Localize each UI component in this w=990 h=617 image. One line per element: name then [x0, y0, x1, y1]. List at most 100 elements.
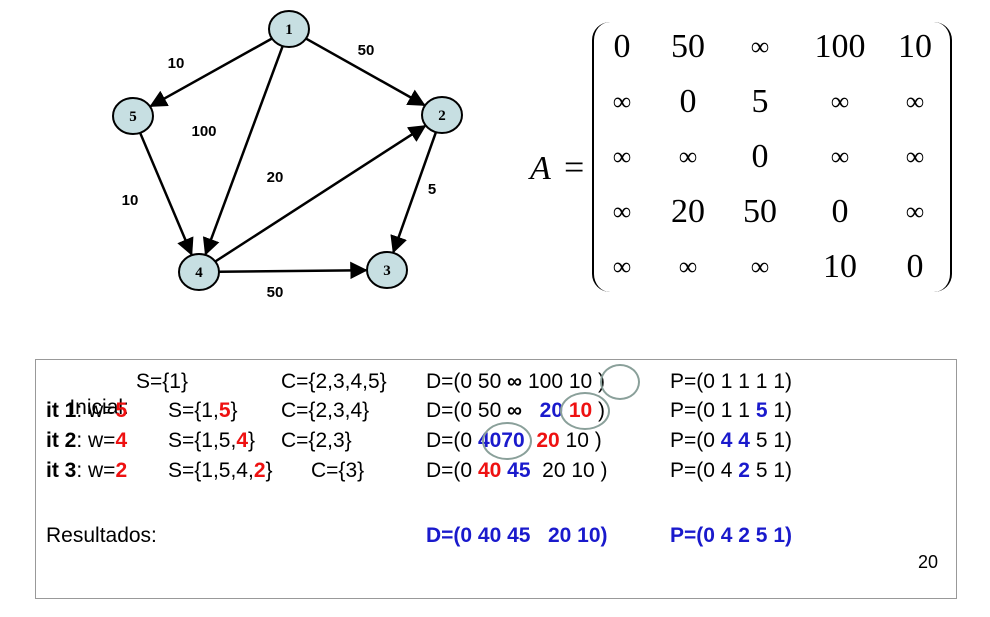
- edge-weight-2-3: 5: [428, 181, 436, 198]
- D-text: D=(0 50: [426, 399, 508, 422]
- D-text: D=(0 50: [426, 370, 508, 393]
- edge-weight-1-2: 50: [358, 42, 375, 59]
- iteration-label: it 2: [46, 429, 77, 452]
- P-updated: 5: [755, 399, 768, 422]
- edge-1-4: [202, 45, 284, 256]
- D-infinity: ∞: [507, 399, 523, 422]
- matrix-cell-r4-c5: ∞: [905, 197, 925, 226]
- w-prefix: : w=: [76, 459, 116, 482]
- row-inicial-P: P=(0 1 1 1 1): [670, 370, 792, 393]
- matrix-cell-r1-c5: 10: [898, 28, 932, 65]
- w-prefix: : w=: [76, 399, 116, 422]
- matrix-cell-r2-c5: ∞: [905, 87, 925, 116]
- row-it1-P: P=(0 1 1 5 1): [670, 398, 792, 424]
- edge-4-2: [214, 124, 427, 263]
- row-it2-C: C={2,3}: [281, 429, 352, 452]
- S-close: }: [248, 429, 256, 452]
- node-label-2: 2: [438, 108, 446, 124]
- row-inicial-S: S={1}: [136, 370, 188, 393]
- row-it3-D: D=(0 40 45 20 10 ): [426, 458, 608, 484]
- iteration-label: it 1: [46, 399, 77, 422]
- w-value: 5: [115, 399, 128, 422]
- node-label-4: 4: [195, 265, 203, 281]
- matrix-cell-r1-c4: 100: [814, 28, 866, 65]
- matrix-cell-r2-c3: 5: [751, 83, 769, 120]
- S-added: 4: [236, 429, 248, 452]
- row-inicial-D: D=(0 50 ∞ 100 10 ): [426, 369, 605, 395]
- matrix-equals-sign: =: [564, 147, 585, 187]
- matrix-cell-r4-c1: ∞: [612, 197, 632, 226]
- row-inicial-label: Inicial:: [69, 396, 129, 419]
- matrix-cell-r1-c2: 50: [671, 28, 705, 65]
- P-close: 5 1): [749, 429, 793, 452]
- edge-weight-4-3: 50: [267, 284, 284, 301]
- D-infinity: ∞: [507, 370, 523, 393]
- edges: [138, 37, 438, 280]
- iteration-label: it 3: [46, 459, 77, 482]
- matrix-cell-r2-c2: 0: [679, 83, 697, 120]
- matrix-cell-r5-c4: 10: [823, 248, 857, 285]
- S-prefix: S={1,5,: [168, 429, 237, 452]
- edge-2-3: [390, 131, 438, 254]
- matrix-right-paren: [932, 22, 952, 292]
- row-inicial-C: C={2,3,4,5}: [281, 370, 387, 393]
- matrix-cell-r1-c3: ∞: [750, 32, 770, 61]
- P-updated: 4 4: [720, 429, 750, 452]
- D-value-node3: 45: [507, 459, 531, 482]
- edge-5-4: [138, 132, 194, 256]
- row-it2-label: it 2: w=4: [46, 428, 127, 454]
- S-added: 5: [218, 399, 231, 422]
- matrix-cell-r5-c3: ∞: [750, 252, 770, 281]
- D-value-node4: 20: [536, 429, 560, 452]
- row-inicial: Inicial:: [46, 369, 129, 447]
- S-close: }: [230, 399, 238, 422]
- S-prefix: S={1,5,4,: [168, 459, 254, 482]
- matrix-cell-r3-c5: ∞: [905, 142, 925, 171]
- highlight-ring: [482, 422, 532, 460]
- row-it1-D: D=(0 50 ∞ 20 10 ): [426, 398, 605, 424]
- D-value-node5: 10: [568, 370, 593, 393]
- edge-4-3: [218, 261, 368, 280]
- edge-weight-4-2: 20: [267, 169, 284, 186]
- D-text: 100: [522, 370, 569, 393]
- D-rest: 10 ): [565, 429, 602, 452]
- nodes: 1 2 3 4 5: [112, 10, 463, 291]
- result-label: Resultados:: [46, 524, 157, 547]
- matrix-cell-r1-c1: 0: [613, 28, 631, 65]
- node-label-3: 3: [383, 263, 391, 279]
- P-prefix: P=(0 1 1: [670, 399, 756, 422]
- row-it1-label: it 1: w=5: [46, 398, 127, 424]
- edge-1-2: [305, 37, 426, 107]
- row-it3-P: P=(0 4 2 5 1): [670, 458, 792, 484]
- P-close: 1): [767, 399, 793, 422]
- row-it3-C: C={3}: [311, 459, 365, 482]
- matrix-cell-r3-c2: ∞: [678, 142, 698, 171]
- row-it2-S: S={1,5,4}: [168, 428, 255, 454]
- node-label-1: 1: [285, 22, 293, 38]
- row-it1-C: C={2,3,4}: [281, 399, 370, 422]
- row-it3-label: it 3: w=2: [46, 458, 127, 484]
- edge-weight-5-4: 10: [122, 192, 139, 209]
- node-1: [268, 10, 310, 48]
- page-number: 20: [918, 552, 939, 572]
- matrix-cell-r4-c3: 50: [743, 193, 777, 230]
- D-text: D=(0: [426, 459, 478, 482]
- row-it1-S: S={1,5}: [168, 398, 238, 424]
- highlight-ring: [600, 364, 640, 400]
- w-value: 4: [115, 429, 128, 452]
- P-close: 5 1): [749, 459, 793, 482]
- S-added: 2: [253, 459, 266, 482]
- result-P: P=(0 4 2 5 1): [670, 524, 792, 547]
- matrix-cell-r2-c1: ∞: [612, 87, 632, 116]
- dijkstra-trace-box: Inicial: S={1} C={2,3,4,5} D=(0 50 ∞ 100…: [35, 359, 957, 599]
- edge-1-5: [149, 37, 273, 108]
- row-it3-S: S={1,5,4,2}: [168, 458, 273, 484]
- matrix-cell-r2-c4: ∞: [830, 87, 850, 116]
- result-D: D=(0 40 45 20 10): [426, 524, 608, 547]
- matrix-cell-r3-c1: ∞: [612, 142, 632, 171]
- edge-weight-1-4: 100: [191, 123, 216, 140]
- matrix-name: A: [530, 150, 551, 187]
- node-5: [112, 97, 154, 135]
